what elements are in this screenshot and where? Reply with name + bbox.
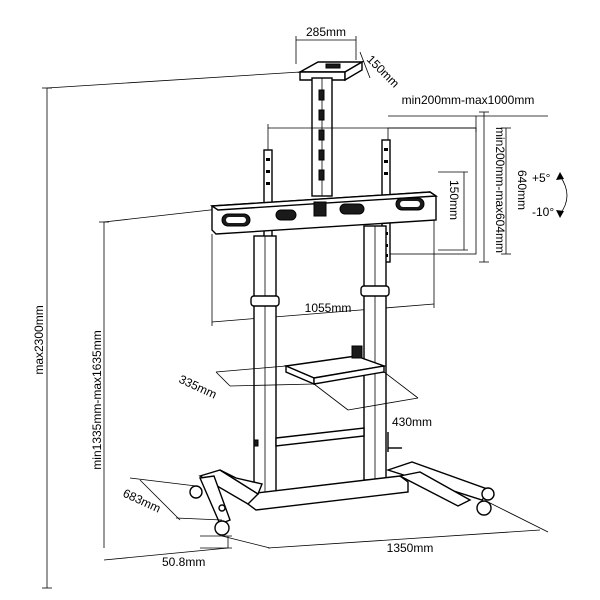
ceiling-plate [297,60,365,82]
bracket-width-label: 1055mm [305,301,352,315]
vesa-vertical-dimension: min200mm-max604mm [479,111,507,263]
mounting-bracket [209,139,439,273]
top-pole [311,77,333,197]
screen-height-label: 640mm [515,170,529,210]
columns [250,225,402,495]
plate-depth-label: 150mm [364,52,402,90]
tilt-indicator: +5° -10° [532,171,568,219]
screen-outline [387,127,477,255]
center-height-dimension: min1335mm-max1635mm [90,207,229,548]
bracket-width-dimension: 1055mm [211,220,435,326]
bracket-height-label: 150mm [447,180,461,220]
max-height-label: max2300mm [32,305,46,374]
tilt-up-label: +5° [532,171,551,185]
screen-height-dimension: 640mm [501,127,529,255]
vesa-vertical-label: min200mm-max604mm [493,127,507,253]
caster-height-dimension: 50.8mm [103,535,232,569]
caster-height-label: 50.8mm [162,555,205,569]
base [189,461,495,536]
base-width-dimension: 1350mm [221,501,549,555]
plate-width-label: 285mm [306,25,346,39]
base-width-label: 1350mm [387,541,434,555]
max-height-dimension: max2300mm [32,71,301,589]
center-height-label: min1335mm-max1635mm [90,330,104,469]
shelf-depth-label: 335mm [177,372,219,402]
shelf [283,345,387,386]
base-depth-label: 683mm [121,486,163,516]
bracket-height-dimension: 150mm [438,171,468,251]
tilt-down-label: -10° [532,205,554,219]
vesa-horizontal-label: min200mm-max1000mm [402,93,535,107]
shelf-width-label: 430mm [392,415,432,429]
curved-double-arrow-icon [559,175,568,215]
